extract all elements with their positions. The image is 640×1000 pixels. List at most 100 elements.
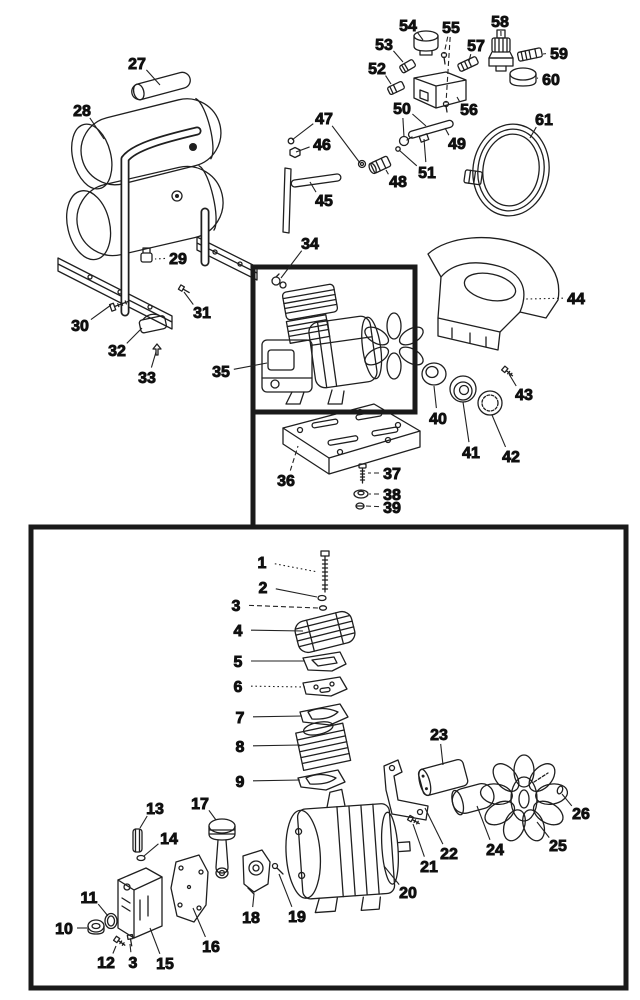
callout-17: 17 xyxy=(191,796,217,821)
part-32-foot xyxy=(138,313,168,334)
callout-25: 25 xyxy=(536,821,567,855)
part-number-label: 6 xyxy=(234,679,243,696)
part-number-label: 25 xyxy=(549,838,567,855)
callout-33: 33 xyxy=(138,351,157,387)
part-13-breather-tube xyxy=(132,828,143,853)
callout-59: 59 xyxy=(542,46,568,63)
part-number-label: 18 xyxy=(242,910,260,927)
part-57-nipple xyxy=(457,56,479,72)
part-number-label: 42 xyxy=(502,449,520,466)
callout-46: 46 xyxy=(295,137,331,154)
part-4-cylinder-head xyxy=(294,610,356,654)
callout-39: 39 xyxy=(365,500,401,517)
part-number-label: 16 xyxy=(202,939,220,956)
callout-35: 35 xyxy=(212,362,268,381)
callout-21: 21 xyxy=(412,823,438,876)
part-number-label: 56 xyxy=(460,102,478,119)
callout-11: 11 xyxy=(80,890,109,917)
part-number-label: 54 xyxy=(399,18,417,35)
part-number-label: 26 xyxy=(572,806,590,823)
callout-34: 34 xyxy=(280,236,319,279)
part-51-valve-bits xyxy=(395,133,430,152)
part-number-label: 51 xyxy=(418,165,436,182)
part-number-label: 17 xyxy=(191,796,209,813)
tank-port xyxy=(189,143,197,151)
part-26-clip xyxy=(556,785,564,795)
part-52-fitting xyxy=(387,81,405,95)
part-10-cap xyxy=(87,919,105,935)
part-45-tube xyxy=(282,167,342,234)
part-3-screw xyxy=(126,933,134,947)
part-number-label: 36 xyxy=(277,473,295,490)
part-number-label: 11 xyxy=(81,890,98,907)
part-number-label: 7 xyxy=(236,710,245,727)
part-number-label: 32 xyxy=(108,343,126,360)
part-49-50-outlet-tube xyxy=(398,119,454,147)
part-23-capacitor xyxy=(417,758,469,797)
pump-exploded-view-box xyxy=(28,524,629,991)
callout-29: 29 xyxy=(154,251,187,268)
part-24-capacitor xyxy=(451,783,495,816)
callout-24: 24 xyxy=(476,805,504,859)
part-28-twin-tank-assembly xyxy=(57,71,258,356)
callout-18: 18 xyxy=(242,893,260,927)
part-40-grommet xyxy=(421,362,447,386)
callout-57: 57 xyxy=(467,38,485,62)
callout-43: 43 xyxy=(508,373,533,404)
callout-55: 55 xyxy=(442,20,460,104)
part-53-fitting xyxy=(399,59,416,74)
callout-52: 52 xyxy=(368,61,392,85)
callout-30: 30 xyxy=(71,304,112,335)
callout-60: 60 xyxy=(536,72,560,89)
callout-5: 5 xyxy=(233,654,305,671)
part-number-label: 49 xyxy=(448,136,466,153)
part-number-label: 57 xyxy=(467,38,485,55)
callout-56: 56 xyxy=(456,96,478,119)
part-number-label: 29 xyxy=(169,251,187,268)
part-18-eccentric xyxy=(242,849,271,895)
pump-crankcase xyxy=(261,339,313,393)
regulator-fitting-parts xyxy=(282,29,543,234)
callout-20: 20 xyxy=(383,865,417,902)
part-48-coupling xyxy=(368,155,392,175)
callout-61: 61 xyxy=(529,112,553,139)
part-number-label: 50 xyxy=(393,101,411,118)
crankcase-cluster xyxy=(87,818,284,947)
callout-22: 22 xyxy=(424,807,458,863)
part-61-air-hose xyxy=(463,123,550,217)
callout-9: 9 xyxy=(235,774,301,791)
callout-42: 42 xyxy=(491,414,520,466)
callout-14: 14 xyxy=(143,831,178,857)
part-47-washer xyxy=(357,159,367,169)
pump-head xyxy=(281,283,339,321)
callout-3: 3 xyxy=(231,598,319,615)
callout-58: 58 xyxy=(491,14,509,37)
part-25-fan xyxy=(479,754,569,842)
pump-feet xyxy=(285,389,345,405)
part-11-o-ring xyxy=(104,912,118,930)
part-41-bearing xyxy=(449,375,477,403)
part-number-label: 13 xyxy=(146,801,164,818)
part-31-screw xyxy=(177,284,190,294)
callout-49: 49 xyxy=(444,127,466,153)
part-8-cylinder xyxy=(295,721,352,771)
callout-26: 26 xyxy=(561,793,590,823)
part-number-label: 3 xyxy=(232,598,241,615)
part-number-label: 14 xyxy=(160,831,178,848)
callout-51: 51 xyxy=(398,138,436,182)
part-55-screw-a xyxy=(440,51,448,65)
tank-drain xyxy=(171,190,183,202)
motor-cluster xyxy=(285,754,569,914)
callout-45: 45 xyxy=(309,181,333,210)
pump-motor xyxy=(308,315,383,389)
callout-4: 4 xyxy=(233,623,304,640)
part-number-label: 46 xyxy=(313,137,331,154)
part-19-bolt xyxy=(271,862,284,875)
part-number-label: 34 xyxy=(301,236,319,253)
part-number-label: 37 xyxy=(383,466,401,483)
part-number-label: 55 xyxy=(442,20,460,37)
callout-31: 31 xyxy=(183,291,211,322)
callout-36: 36 xyxy=(277,445,299,490)
callout-23: 23 xyxy=(430,727,448,766)
